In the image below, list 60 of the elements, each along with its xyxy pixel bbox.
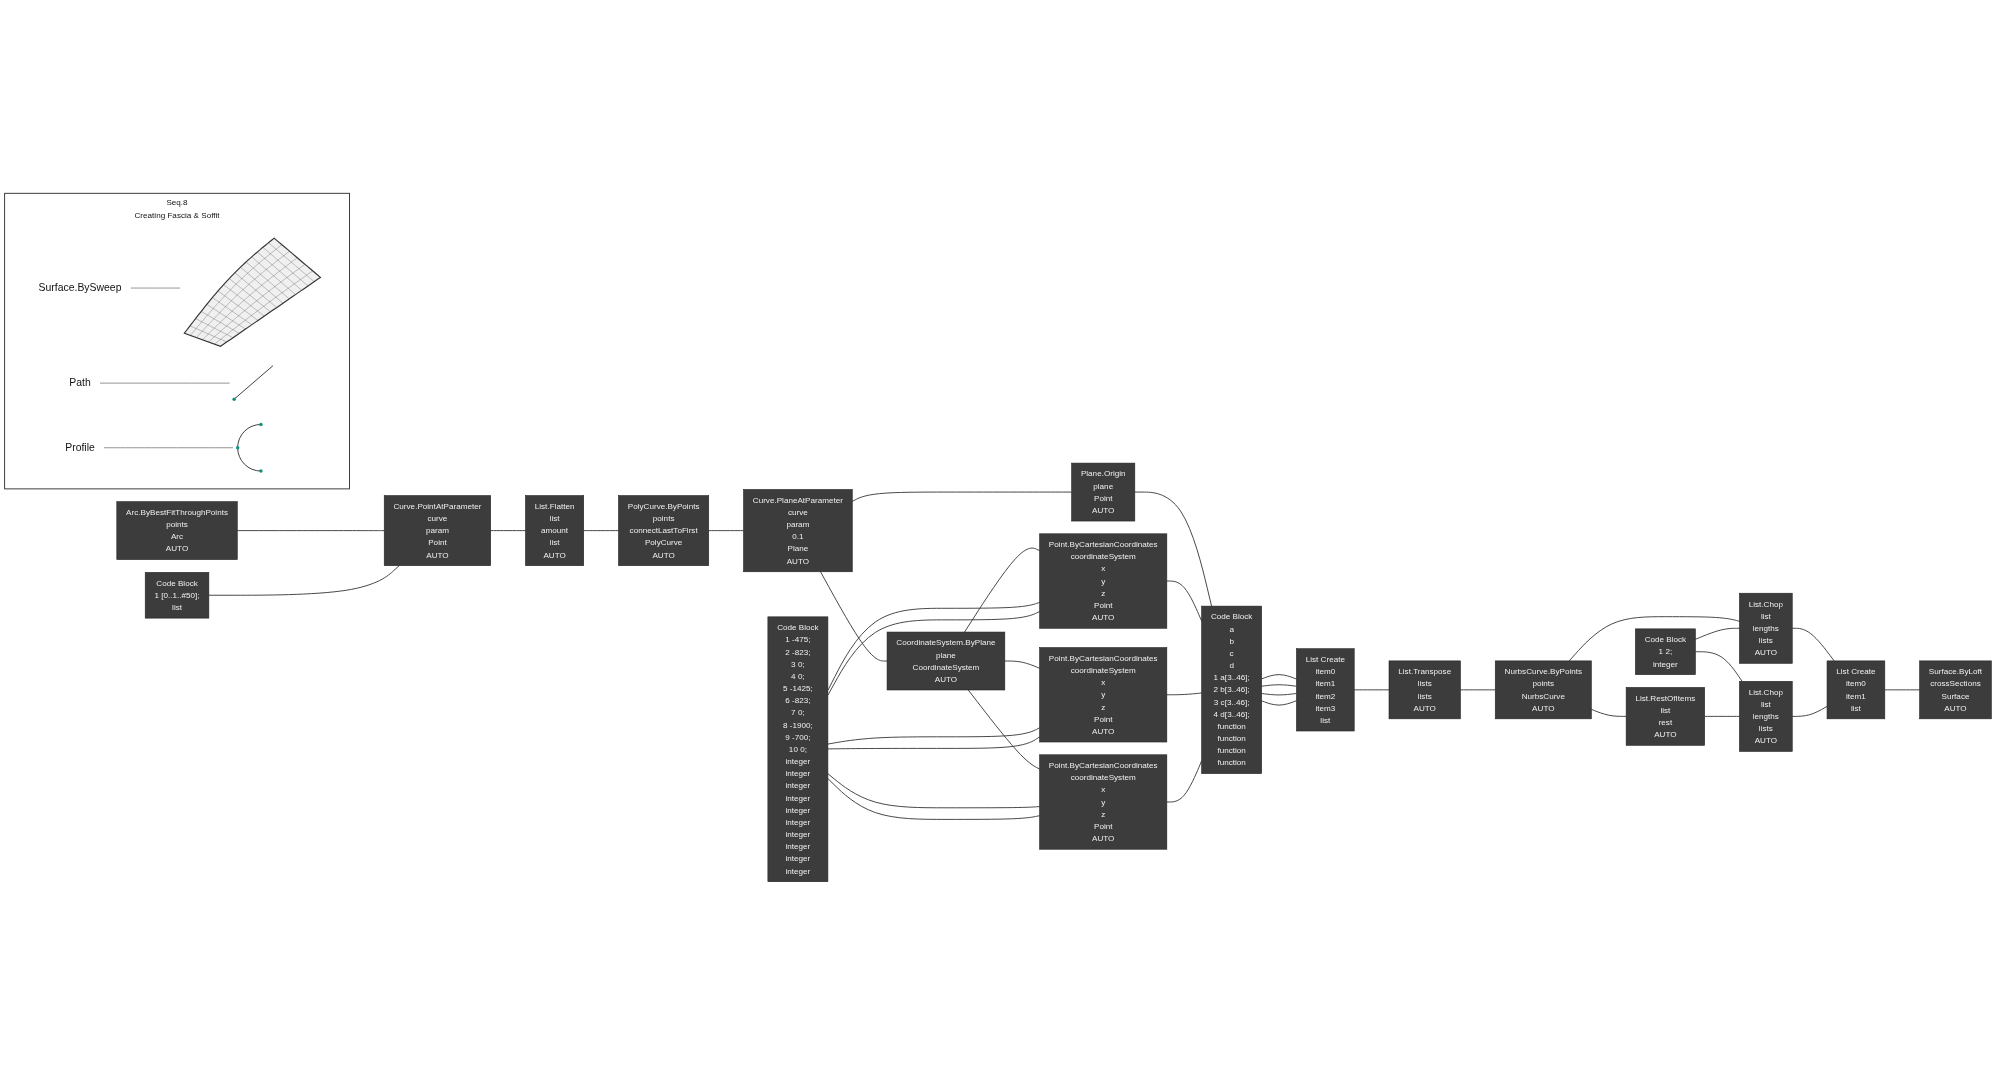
node-box: NurbsCurve.ByPoints points NurbsCurve AUTO xyxy=(1494,660,1592,720)
node-box: Point.ByCartesianCoordinates coordinateSystem x y z Point AUTO xyxy=(1039,647,1168,743)
connector xyxy=(1704,715,1740,717)
connector xyxy=(964,547,1041,633)
connector xyxy=(827,611,1041,696)
connector xyxy=(827,736,1041,750)
node-box: Arc.ByBestFitThroughPoints points Arc AUTO xyxy=(116,501,238,560)
connector xyxy=(1590,708,1627,717)
node-box: List.Flatten list amount list AUTO xyxy=(525,495,584,566)
connector xyxy=(103,447,234,449)
node-box: Code Block 1 2; integer xyxy=(1635,628,1696,675)
node-box: Curve.PointAtParameter curve param Point AUTO xyxy=(383,495,491,566)
connector xyxy=(490,530,526,532)
node-box: CoordinateSystem.ByPlane plane CoordinateSystem AUTO xyxy=(886,631,1006,691)
connector xyxy=(1134,491,1213,607)
node-box: List.RestOfItems list rest AUTO xyxy=(1625,687,1705,746)
connector xyxy=(1791,705,1828,717)
connector xyxy=(236,530,385,532)
connector xyxy=(1166,692,1203,696)
connector xyxy=(820,571,888,662)
connector xyxy=(827,773,1041,809)
node-box: List.Chop list lengths lists AUTO xyxy=(1739,681,1793,752)
connector xyxy=(208,565,400,596)
connector xyxy=(1791,627,1835,662)
connector xyxy=(1460,689,1496,691)
node-box: Point.ByCartesianCoordinates coordinateSystem x y z Point AUTO xyxy=(1039,754,1168,850)
connector xyxy=(1353,689,1390,691)
connector xyxy=(827,778,1041,820)
node-text: Surface.BySweep xyxy=(38,281,122,294)
node-box: List.Transpose lists lists AUTO xyxy=(1388,660,1461,720)
connector xyxy=(1261,674,1297,680)
node-box: List Create item0 item1 item2 item3 list xyxy=(1296,648,1355,732)
connector xyxy=(1261,693,1297,696)
node-text: Path xyxy=(69,377,91,389)
node-box: List.Chop list lengths lists AUTO xyxy=(1739,592,1793,664)
node-box: Point.ByCartesianCoordinates coordinateSystem x y z Point AUTO xyxy=(1039,533,1168,629)
node-box: Curve.PlaneAtParameter curve param 0.1 Plane AUTO xyxy=(743,489,853,573)
connector xyxy=(827,601,1041,691)
node-box: Code Block 1 -475; 2 -823; 3 0; 4 0; 5 -1425; 6 -823; 7 0; 8 -1900; 9 -700; 10 0; integer integer integer integer integer integer integer integer integer integer xyxy=(767,616,829,882)
connector xyxy=(99,382,231,384)
node-box: Plane.Origin plane Point AUTO xyxy=(1071,462,1136,522)
node-box: PolyCurve.ByPoints points connectLastToFirst PolyCurve AUTO xyxy=(618,495,710,566)
node-box: Code Block a b c d 1 a[3..46]; 2 b[3..46]; 3 c[3..46]; 4 d[3..46]; function function function function xyxy=(1201,605,1262,774)
connector xyxy=(1884,689,1921,691)
node-box: List Create item0 item1 list xyxy=(1826,660,1886,720)
connector xyxy=(1694,651,1743,682)
connector xyxy=(967,689,1041,770)
node-box: Code Block 1 [0..1..#50]; list xyxy=(144,572,210,619)
connector xyxy=(583,530,619,532)
connector xyxy=(708,530,744,532)
connector xyxy=(1261,700,1297,706)
connector xyxy=(1568,616,1740,662)
connector xyxy=(1261,684,1297,687)
connector xyxy=(1004,660,1041,669)
node-text: Profile xyxy=(65,441,95,454)
connector xyxy=(130,287,181,289)
connector xyxy=(827,727,1041,745)
connector xyxy=(851,491,1073,502)
connector xyxy=(1694,627,1740,640)
node-box: Surface.ByLoft crossSections Surface AUTO xyxy=(1919,660,1992,720)
